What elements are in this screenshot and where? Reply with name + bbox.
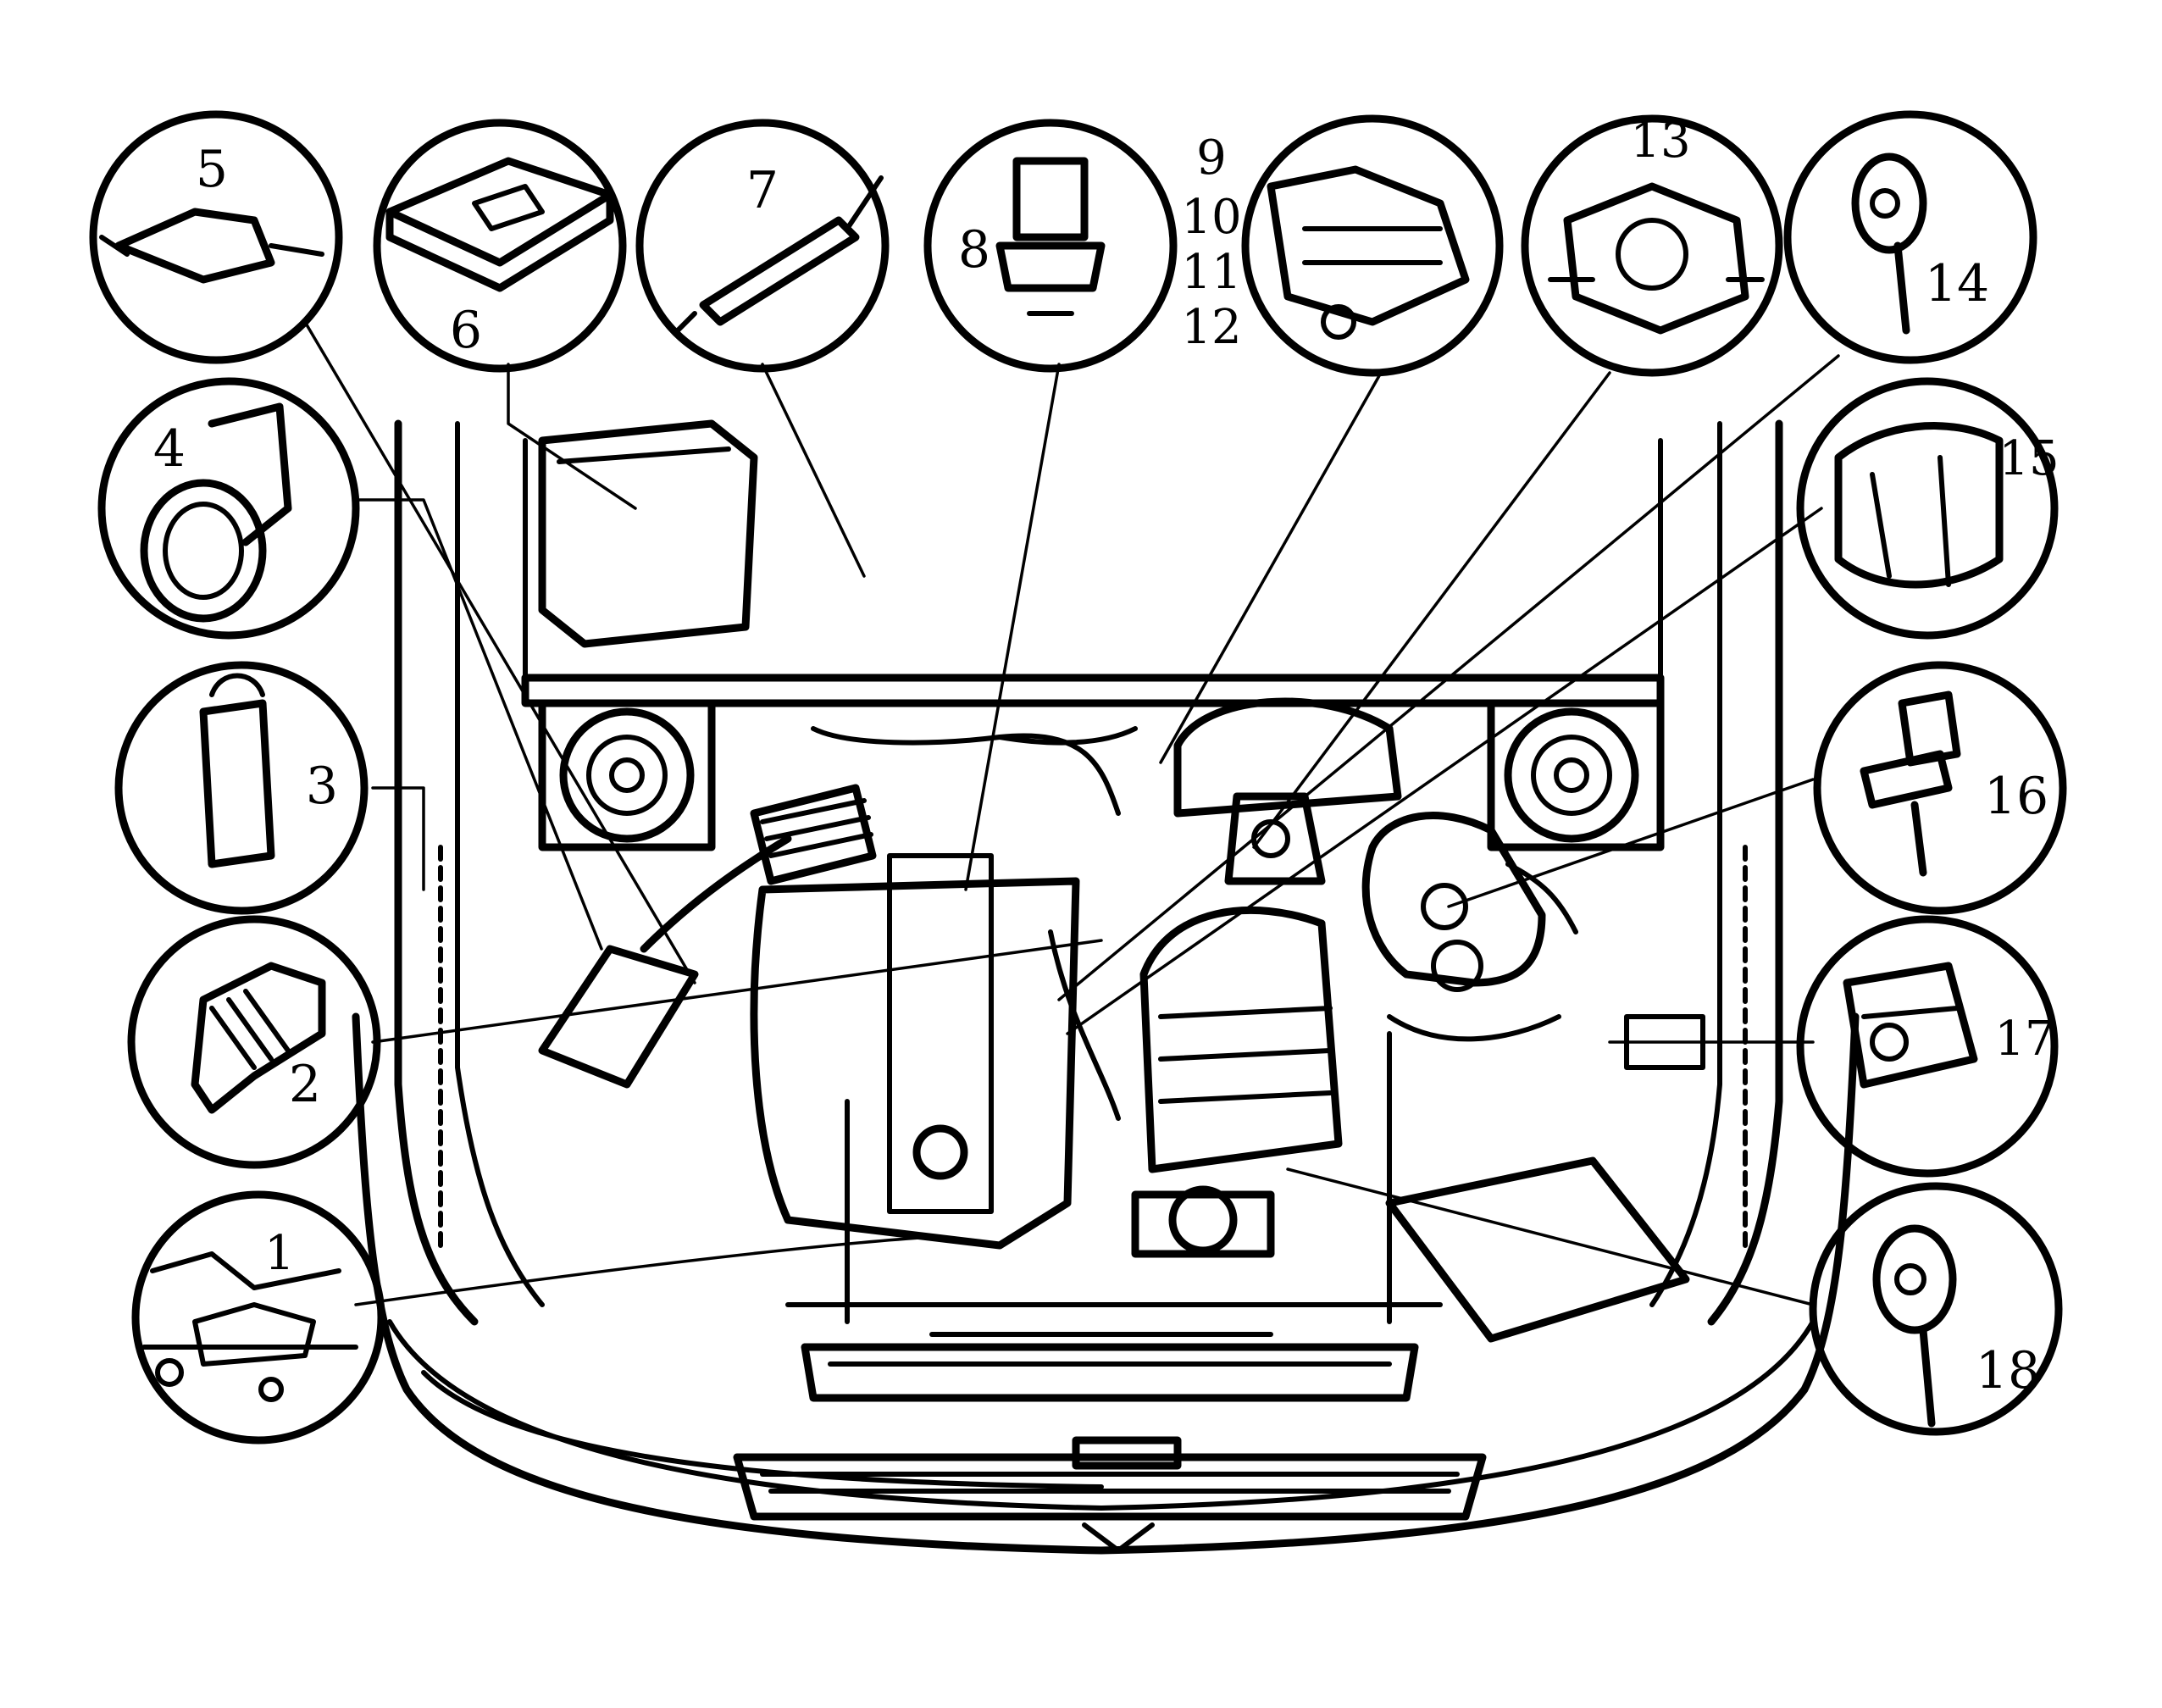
callout-16: 16: [1813, 661, 2067, 915]
callout-9-12: 9 10 11 12: [1181, 114, 1504, 377]
leader-line-9-12: [1159, 371, 1383, 764]
callout-15: 15: [1796, 377, 2059, 640]
callout-label-17: 17: [1994, 1012, 2054, 1067]
leader-line-18: [1286, 1167, 1815, 1306]
callout-7: 7: [635, 119, 890, 373]
callout-label-5: 5: [196, 140, 228, 199]
callout-label-3: 3: [306, 757, 338, 816]
callout-2: 2: [127, 915, 381, 1169]
leader-lines: [303, 320, 1840, 1306]
callout-label-7: 7: [746, 161, 779, 220]
callout-18: 18: [1809, 1182, 2063, 1436]
callout-label-4: 4: [153, 419, 186, 479]
callout-17: 17: [1796, 915, 2059, 1178]
callout-label-13: 13: [1630, 114, 1690, 169]
callout-3: 3: [114, 661, 369, 915]
leader-line-7: [761, 363, 866, 578]
leader-line-13: [1252, 371, 1611, 849]
leader-line-1: [354, 1235, 934, 1306]
leader-line-14: [1057, 354, 1840, 1001]
callout-label-8: 8: [958, 220, 990, 280]
callout-8: 8: [923, 119, 1178, 373]
callout-label-10: 10: [1181, 190, 1241, 245]
callout-label-15: 15: [1998, 431, 2059, 486]
callout-4: 4: [97, 377, 360, 640]
callout-label-14: 14: [1925, 254, 1989, 313]
callout-1: 1: [131, 1190, 385, 1445]
callout-label-12: 12: [1181, 300, 1241, 355]
leader-line-8: [964, 363, 1061, 891]
callout-5: 5: [89, 110, 343, 364]
callout-13: 13: [1521, 114, 1783, 377]
callout-label-11: 11: [1181, 245, 1241, 300]
callout-label-1: 1: [264, 1226, 295, 1281]
callout-label-9: 9: [1196, 130, 1227, 186]
leader-line-6: [507, 363, 637, 510]
leader-line-16: [1447, 778, 1815, 908]
callout-label-18: 18: [1976, 1341, 2040, 1400]
callout-14: 14: [1783, 110, 2037, 364]
leader-line-3: [371, 786, 425, 891]
leader-line-4: [354, 498, 603, 951]
leader-line-2: [371, 939, 1103, 1044]
callout-label-6: 6: [450, 301, 482, 360]
callout-6: 6: [373, 119, 627, 373]
leader-line-5: [303, 320, 696, 984]
callout-label-16: 16: [1984, 767, 2048, 826]
engine-bay-illustration: [352, 419, 1860, 1555]
callout-label-2: 2: [289, 1055, 321, 1114]
leader-line-15: [1066, 507, 1823, 1035]
